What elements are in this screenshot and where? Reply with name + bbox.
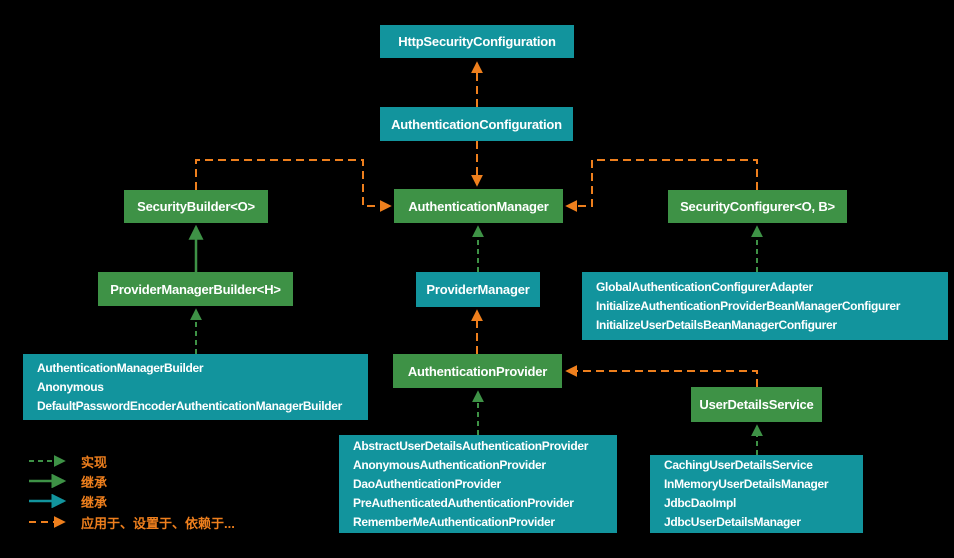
class-name: InMemoryUserDetailsManager — [664, 477, 829, 491]
arrow-userdetailsservice-to-authprovider — [565, 365, 758, 387]
teal-solid-arrow-icon — [29, 494, 67, 508]
node-authentication-manager-builders: AuthenticationManagerBuilder Anonymous D… — [23, 354, 368, 420]
node-user-details-service: UserDetailsService — [691, 387, 822, 422]
class-name: InitializeUserDetailsBeanManagerConfigur… — [596, 317, 837, 332]
green-solid-arrow-icon — [29, 474, 67, 488]
class-name: GlobalAuthenticationConfigurerAdapter — [596, 279, 813, 294]
legend-item-extends-green: 继承 — [28, 473, 108, 490]
node-security-configurer: SecurityConfigurer<O, B> — [668, 190, 847, 223]
node-provider-manager-builder: ProviderManagerBuilder<H> — [98, 272, 293, 306]
class-name: DefaultPasswordEncoderAuthenticationMana… — [37, 398, 343, 413]
green-dashed-arrow-icon — [29, 455, 66, 467]
node-authentication-provider-impls: AbstractUserDetailsAuthenticationProvide… — [339, 435, 617, 533]
legend-label: 应用于、设置于、依赖于... — [81, 515, 235, 531]
class-name: Anonymous — [37, 379, 104, 394]
class-name: PreAuthenticatedAuthenticationProvider — [353, 495, 574, 510]
node-authentication-manager: AuthenticationManager — [394, 189, 563, 223]
class-name: InitializeAuthenticationProviderBeanMana… — [596, 298, 901, 313]
class-name: CachingUserDetailsService — [664, 458, 813, 472]
legend-item-extends-teal: 继承 — [28, 493, 108, 510]
node-authentication-configuration: AuthenticationConfiguration — [380, 107, 573, 141]
legend-label: 继承 — [81, 494, 108, 510]
class-name: JdbcUserDetailsManager — [664, 515, 801, 529]
node-authentication-provider: AuthenticationProvider — [393, 354, 562, 388]
class-name: AuthenticationManagerBuilder — [37, 360, 204, 375]
legend-label: 继承 — [81, 474, 108, 490]
node-provider-manager: ProviderManager — [416, 272, 540, 307]
node-http-security-configuration: HttpSecurityConfiguration — [380, 25, 574, 58]
node-security-builder: SecurityBuilder<O> — [124, 190, 268, 223]
class-name: RememberMeAuthenticationProvider — [353, 514, 555, 529]
orange-dashed-arrow-icon — [29, 516, 66, 528]
class-name: AbstractUserDetailsAuthenticationProvide… — [353, 438, 589, 453]
legend-item-implements: 实现 — [28, 453, 108, 470]
legend-label: 实现 — [81, 454, 108, 470]
legend-item-applies-to: 应用于、设置于、依赖于... — [28, 514, 235, 531]
class-name: AnonymousAuthenticationProvider — [353, 457, 546, 472]
node-global-configurers: GlobalAuthenticationConfigurerAdapter In… — [582, 272, 948, 340]
class-name: DaoAuthenticationProvider — [353, 476, 501, 491]
node-user-details-service-impls: CachingUserDetailsService InMemoryUserDe… — [650, 455, 863, 533]
class-name: JdbcDaoImpl — [664, 496, 737, 510]
